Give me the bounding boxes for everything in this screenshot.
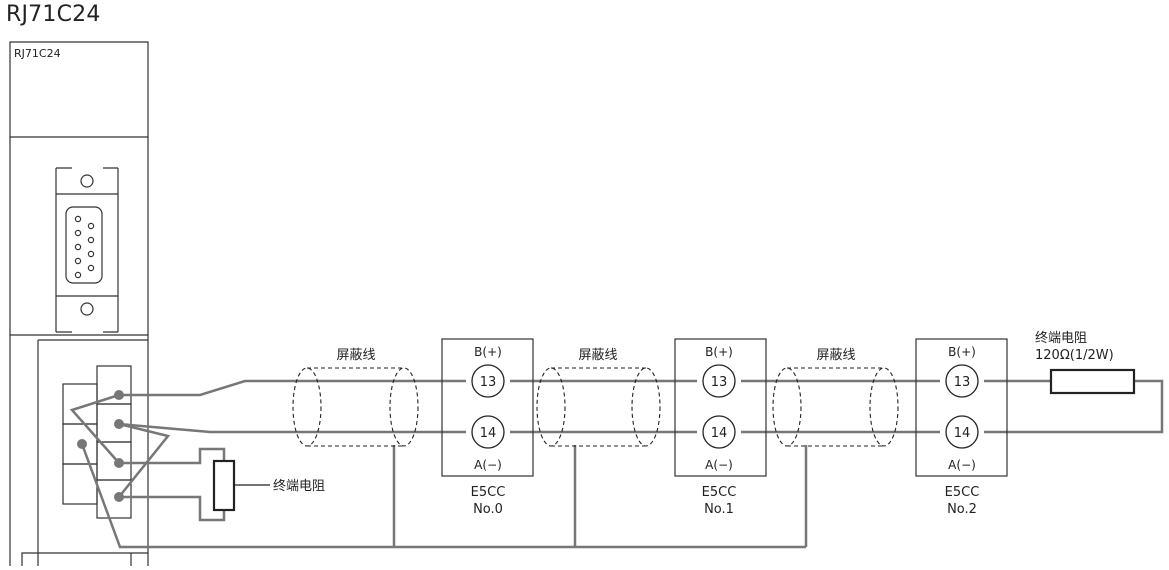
terminator-left-label: 终端电阻 [273, 478, 325, 494]
shield-label: 屏蔽线 [336, 348, 375, 363]
terminator-right-label: 终端电阻 [1035, 330, 1087, 346]
pin-number: 14 [480, 426, 497, 441]
terminal-screw-icon [114, 390, 124, 400]
pin-number: 13 [954, 375, 971, 390]
mount-screw-icon [80, 174, 94, 188]
shield-label: 屏蔽线 [578, 348, 617, 363]
terminal-13-icon [471, 364, 505, 398]
pin-label-b-plus: B(+) [474, 345, 502, 359]
resistor-icon [212, 459, 236, 512]
pin-label-b-plus: B(+) [948, 345, 976, 359]
pin-number: 14 [711, 426, 728, 441]
terminal-13-icon [945, 364, 979, 398]
terminal-13-icon [702, 364, 736, 398]
device-name: E5CC [945, 485, 980, 500]
device-e5cc-2: B(+) 13 14 A(−) E5CC No.2 [915, 338, 1008, 517]
mount-screw-icon [80, 302, 94, 316]
device-number: No.2 [947, 502, 977, 517]
terminal-screw-icon [77, 439, 87, 449]
pin-number: 14 [954, 426, 971, 441]
terminal-screw-icon [114, 458, 124, 468]
terminator-left: 终端电阻 [212, 459, 325, 512]
device-number: No.0 [473, 502, 503, 517]
pin-number: 13 [480, 375, 497, 390]
pin-label-a-minus: A(−) [948, 458, 976, 472]
shield-cable-1 [292, 367, 419, 447]
wiring [69, 379, 1164, 549]
db9-connector-icon [65, 206, 103, 284]
page-title: RJ71C24 [6, 2, 101, 27]
terminal-block [21, 339, 148, 566]
terminator-right: 终端电阻 120Ω(1/2W) [1035, 330, 1136, 395]
shield-label: 屏蔽线 [816, 348, 855, 363]
pin-label-a-minus: A(−) [705, 458, 733, 472]
pin-label-b-plus: B(+) [705, 345, 733, 359]
module-label: RJ71C24 [14, 47, 61, 60]
device-name: E5CC [471, 485, 506, 500]
device-e5cc-1: B(+) 13 14 A(−) E5CC No.1 [674, 338, 767, 517]
resistor-icon [1049, 368, 1136, 395]
terminal-14-icon [945, 415, 979, 449]
shield-cable-3 [772, 367, 899, 447]
device-number: No.1 [704, 502, 734, 517]
device-name: E5CC [702, 485, 737, 500]
plc-module: RJ71C24 [9, 41, 149, 566]
terminal-screw-icon [114, 492, 124, 502]
pin-number: 13 [711, 375, 728, 390]
shield-cable-2 [536, 367, 661, 447]
pin-label-a-minus: A(−) [474, 458, 502, 472]
terminal-14-icon [471, 415, 505, 449]
terminator-right-value: 120Ω(1/2W) [1035, 348, 1114, 363]
terminal-screw-icon [114, 419, 124, 429]
terminal-screws [77, 390, 124, 502]
terminal-14-icon [702, 415, 736, 449]
db9-port [55, 167, 119, 333]
device-e5cc-0: B(+) 13 14 A(−) E5CC No.0 [441, 338, 534, 517]
